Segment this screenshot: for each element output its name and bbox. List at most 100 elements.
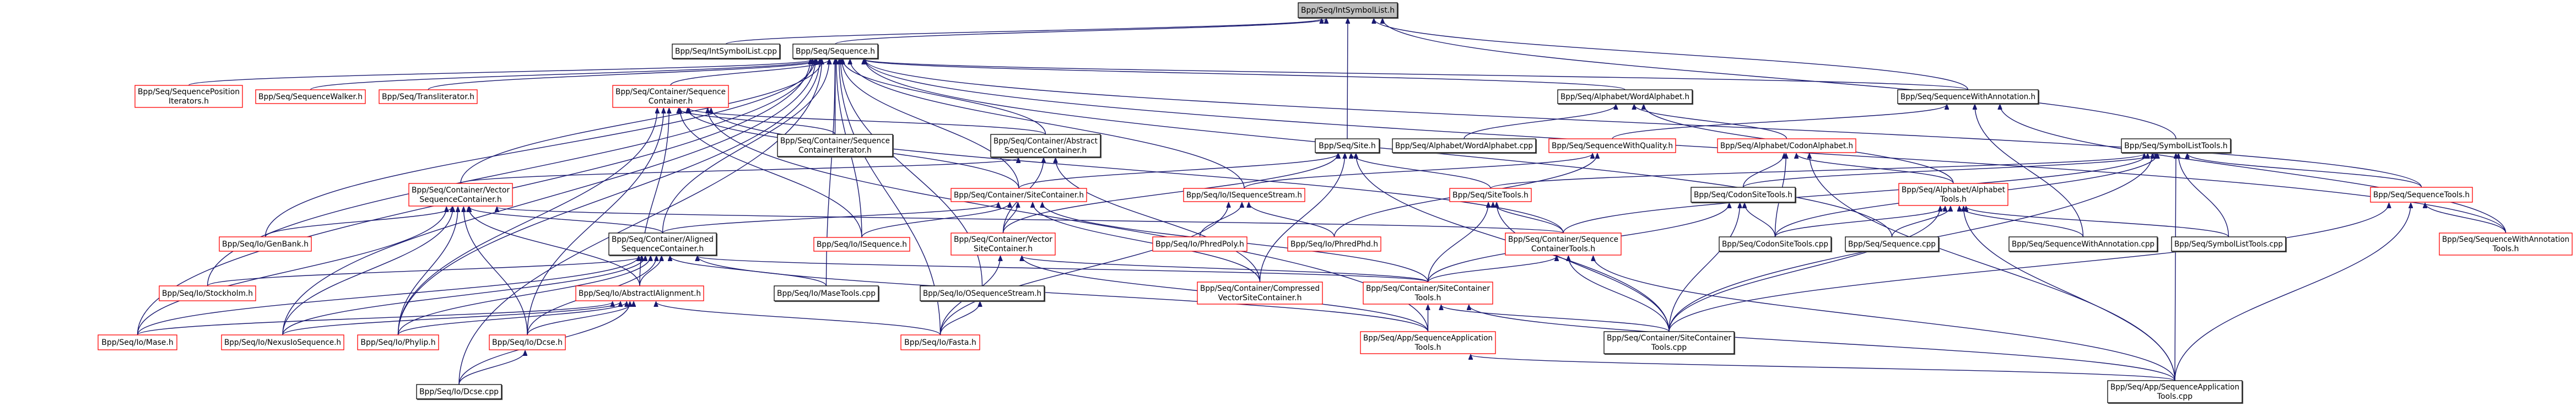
node-bpp-seq-io-genbank-h[interactable]: Bpp/Seq/Io/GenBank.h [219, 236, 312, 252]
node-box[interactable] [1392, 138, 1536, 153]
node-box[interactable] [159, 285, 256, 301]
node-bpp-seq-container-vectorsequencecontainer-h[interactable]: Bpp/Seq/Container/VectorSequenceContaine… [408, 183, 513, 207]
node-box[interactable] [357, 334, 439, 350]
node-box[interactable] [608, 232, 717, 256]
node-bpp-seq-sitetools-h[interactable]: Bpp/Seq/SiteTools.h [1449, 188, 1532, 202]
node-bpp-seq-io-isequencestream-h[interactable]: Bpp/Seq/Io/ISequenceStream.h [1183, 188, 1305, 202]
node-bpp-seq-transliterator-h[interactable]: Bpp/Seq/Transliterator.h [379, 89, 478, 104]
node-box[interactable] [416, 384, 502, 399]
node-bpp-seq-alphabet-wordalphabet-h[interactable]: Bpp/Seq/Alphabet/WordAlphabet.h [1557, 89, 1694, 105]
node-box[interactable] [1363, 282, 1493, 305]
node-box[interactable] [575, 285, 704, 301]
node-box[interactable] [255, 89, 366, 104]
node-bpp-seq-io-phredphd-h[interactable]: Bpp/Seq/Io/PhredPhd.h [1287, 236, 1381, 252]
node-box[interactable] [1183, 188, 1305, 202]
node-bpp-seq-container-compressedvectorsitecontainer-h[interactable]: Bpp/Seq/Container/CompressedVectorSiteCo… [1197, 282, 1323, 305]
node-box[interactable] [2107, 380, 2243, 403]
node-bpp-seq-io-dcse-h[interactable]: Bpp/Seq/Io/Dcse.h [489, 334, 566, 350]
node-box[interactable] [221, 334, 344, 350]
node-box[interactable] [379, 89, 478, 104]
node-box[interactable] [1197, 282, 1323, 305]
node-box[interactable] [1152, 236, 1248, 252]
node-bpp-seq-io-stockholm-h[interactable]: Bpp/Seq/Io/Stockholm.h [159, 285, 256, 301]
node-bpp-seq-container-sequencecontainertools-h[interactable]: Bpp/Seq/Container/SequenceContainerTools… [1505, 232, 1622, 256]
node-bpp-seq-intsymbollist-h[interactable]: Bpp/Seq/IntSymbolList.h [1298, 2, 1399, 19]
node-box[interactable] [1898, 183, 2008, 206]
node-box[interactable] [408, 183, 513, 207]
node-bpp-seq-codonsitetools-cpp[interactable]: Bpp/Seq/CodonSiteTools.cpp [1719, 236, 1833, 253]
node-box[interactable] [1845, 236, 1939, 252]
node-box[interactable] [2370, 187, 2473, 203]
node-bpp-seq-io-masetools-cpp[interactable]: Bpp/Seq/Io/MaseTools.cpp [774, 285, 880, 302]
node-bpp-seq-container-sequencecontainer-h[interactable]: Bpp/Seq/Container/SequenceContainer.h [612, 85, 729, 108]
node-bpp-seq-sequencewithquality-h[interactable]: Bpp/Seq/SequenceWithQuality.h [1548, 138, 1676, 153]
node-bpp-seq-sequence-cpp[interactable]: Bpp/Seq/Sequence.cpp [1845, 236, 1940, 253]
node-box[interactable] [1298, 2, 1398, 18]
node-box[interactable] [1557, 89, 1693, 104]
node-bpp-seq-io-phredpoly-h[interactable]: Bpp/Seq/Io/PhredPoly.h [1152, 236, 1248, 252]
node-box[interactable] [1287, 236, 1381, 252]
node-box[interactable] [134, 85, 243, 108]
node-box[interactable] [1360, 331, 1496, 354]
node-box[interactable] [219, 236, 312, 252]
node-box[interactable] [1603, 331, 1735, 354]
node-box[interactable] [1449, 188, 1532, 202]
node-box[interactable] [951, 232, 1056, 256]
node-box[interactable] [900, 334, 980, 350]
node-bpp-seq-codonsitetools-h[interactable]: Bpp/Seq/CodonSiteTools.h [1691, 187, 1797, 204]
node-bpp-seq-container-sitecontainer-h[interactable]: Bpp/Seq/Container/SiteContainer.h [951, 188, 1087, 202]
node-bpp-seq-sequence-h[interactable]: Bpp/Seq/Sequence.h [792, 44, 879, 60]
node-bpp-seq-io-phylip-h[interactable]: Bpp/Seq/Io/Phylip.h [357, 334, 439, 350]
node-bpp-seq-io-isequence-h[interactable]: Bpp/Seq/Io/ISequence.h [813, 237, 910, 252]
node-box[interactable] [774, 285, 879, 301]
node-bpp-seq-alphabet-codonalphabet-h[interactable]: Bpp/Seq/Alphabet/CodonAlphabet.h [1717, 138, 1856, 153]
node-box[interactable] [777, 134, 893, 157]
node-box[interactable] [1897, 89, 2039, 104]
node-bpp-seq-symbollisttools-h[interactable]: Bpp/Seq/SymbolListTools.h [2121, 138, 2232, 154]
node-bpp-seq-io-abstractialignment-h[interactable]: Bpp/Seq/Io/AbstractIAlignment.h [575, 285, 704, 301]
node-bpp-seq-alphabet-wordalphabet-cpp[interactable]: Bpp/Seq/Alphabet/WordAlphabet.cpp [1392, 138, 1537, 154]
node-box[interactable] [813, 237, 910, 252]
node-bpp-seq-io-mase-h[interactable]: Bpp/Seq/Io/Mase.h [98, 334, 177, 350]
node-box[interactable] [489, 334, 566, 350]
node-bpp-seq-io-nexusiosequence-h[interactable]: Bpp/Seq/Io/NexusIoSequence.h [221, 334, 344, 350]
node-bpp-seq-container-sequencecontaineriterator-h[interactable]: Bpp/Seq/Container/SequenceContainerItera… [777, 134, 894, 158]
node-box[interactable] [920, 285, 1045, 301]
node-box[interactable] [951, 188, 1087, 202]
node-box[interactable] [98, 334, 177, 350]
node-box[interactable] [1505, 232, 1622, 256]
node-bpp-seq-site-h[interactable]: Bpp/Seq/Site.h [1315, 138, 1381, 154]
node-bpp-seq-io-fasta-h[interactable]: Bpp/Seq/Io/Fasta.h [900, 334, 980, 350]
node-bpp-seq-container-vectorsitecontainer-h[interactable]: Bpp/Seq/Container/VectorSiteContainer.h [951, 232, 1056, 256]
node-bpp-seq-io-dcse-cpp[interactable]: Bpp/Seq/Io/Dcse.cpp [416, 384, 503, 400]
node-box[interactable] [2171, 236, 2286, 252]
node-bpp-seq-container-alignedsequencecontainer-h[interactable]: Bpp/Seq/Container/AlignedSequenceContain… [608, 232, 718, 257]
node-bpp-seq-intsymbollist-cpp[interactable]: Bpp/Seq/IntSymbolList.cpp [672, 44, 781, 60]
node-box[interactable] [1719, 236, 1832, 252]
node-box[interactable] [792, 44, 878, 59]
node-box[interactable] [612, 85, 729, 108]
node-bpp-seq-io-osequencestream-h[interactable]: Bpp/Seq/Io/OSequenceStream.h [920, 285, 1046, 302]
node-bpp-seq-sequencetools-h[interactable]: Bpp/Seq/SequenceTools.h [2370, 187, 2473, 203]
node-box[interactable] [2439, 232, 2573, 256]
node-bpp-seq-sequencewalker-h[interactable]: Bpp/Seq/SequenceWalker.h [255, 89, 366, 104]
node-box[interactable] [990, 134, 1101, 158]
node-bpp-seq-container-abstractsequencecontainer-h[interactable]: Bpp/Seq/Container/AbstractSequenceContai… [990, 134, 1102, 159]
node-bpp-seq-sequencewithannotation-cpp[interactable]: Bpp/Seq/SequenceWithAnnotation.cpp [2008, 236, 2159, 253]
node-box[interactable] [1691, 187, 1796, 203]
node-box[interactable] [1315, 138, 1380, 153]
node-box[interactable] [1548, 138, 1676, 153]
node-bpp-seq-symbollisttools-cpp[interactable]: Bpp/Seq/SymbolListTools.cpp [2171, 236, 2287, 253]
node-box[interactable] [1717, 138, 1856, 153]
node-box[interactable] [2008, 236, 2158, 252]
node-box[interactable] [672, 44, 780, 59]
node-box[interactable] [2121, 138, 2231, 153]
node-bpp-seq-sequencewithannotation-h[interactable]: Bpp/Seq/SequenceWithAnnotation.h [1897, 89, 2040, 105]
